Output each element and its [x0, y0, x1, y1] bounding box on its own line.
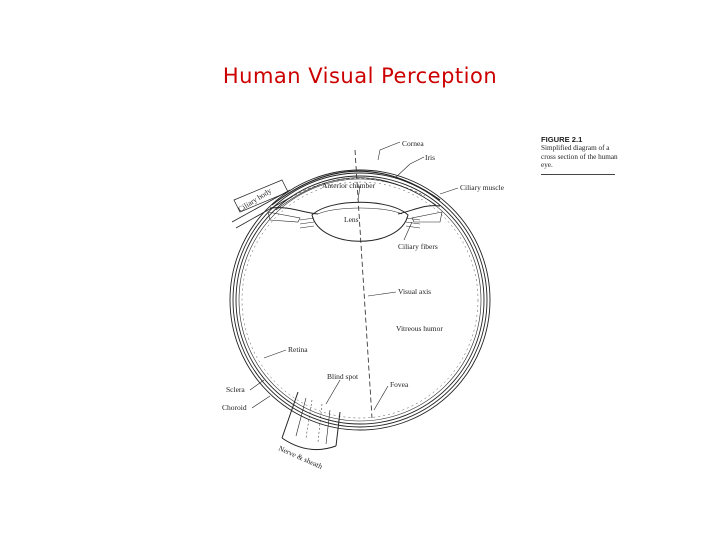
leader-choroid — [251, 395, 271, 409]
leader-anterior — [357, 185, 361, 201]
inner-layer-2 — [241, 181, 479, 419]
leader-blind-spot — [325, 379, 341, 405]
label-visual-axis: Visual axis — [398, 287, 431, 296]
figure-caption-text: Simplified diagram of a cross section of… — [541, 144, 618, 170]
figure-caption: FIGURE 2.1 Simplified diagram of a cross… — [541, 135, 623, 175]
figure-caption-heading: FIGURE 2.1 — [541, 135, 583, 144]
lens-top-edge — [317, 207, 403, 215]
slide-title: Human Visual Perception — [222, 64, 498, 88]
caption-rule — [541, 173, 615, 175]
leader-iris — [394, 156, 425, 179]
ciliary-fibers-left — [299, 217, 315, 229]
label-retina: Retina — [288, 345, 308, 354]
retina-layer — [235, 175, 485, 425]
label-ciliary-fibers: Ciliary fibers — [398, 242, 438, 251]
ciliary-body-box — [233, 179, 289, 213]
leader-ciliary-muscle — [439, 187, 459, 195]
ciliary-body-band-2 — [235, 195, 294, 229]
label-sclera: Sclera — [226, 385, 245, 394]
iris-right — [397, 205, 441, 215]
label-lens: Lens — [344, 215, 359, 224]
label-vitreous-humor: Vitreous humor — [396, 324, 443, 333]
cornea-arc — [271, 170, 441, 206]
ciliary-fibers-right — [405, 217, 421, 229]
leader-ciliary-fibers — [403, 221, 413, 241]
label-choroid: Choroid — [222, 403, 247, 412]
iris-left — [269, 207, 319, 215]
anterior-chamber-line — [289, 178, 426, 199]
label-ciliary-muscle: Ciliary muscle — [460, 183, 505, 192]
optic-nerve-core — [305, 399, 323, 443]
iris-wedge-right — [411, 211, 443, 223]
label-fovea: Fovea — [390, 380, 409, 389]
leader-visual-axis — [367, 291, 397, 297]
sclera-layer — [229, 169, 491, 431]
iris-wedge-left — [267, 211, 301, 223]
optic-nerve-inner — [295, 397, 331, 445]
inner-layer — [238, 178, 482, 422]
leader-cornea — [377, 141, 401, 161]
leader-sclera — [249, 379, 265, 391]
optic-nerve-outer — [281, 391, 341, 451]
eye-cross-section-diagram: Cornea Iris Ciliary body Anterior chambe… — [222, 139, 505, 471]
visual-axis-line — [354, 149, 373, 419]
label-iris: Iris — [425, 153, 435, 162]
label-blind-spot: Blind spot — [327, 372, 359, 381]
label-cornea: Cornea — [402, 139, 424, 148]
label-anterior-chamber: Anterior chamber — [322, 181, 376, 190]
lens-shape — [311, 201, 409, 242]
cornea-arc-inner — [275, 177, 437, 211]
leader-fovea — [373, 385, 389, 411]
choroid-layer — [232, 172, 488, 428]
leader-retina — [263, 349, 287, 359]
